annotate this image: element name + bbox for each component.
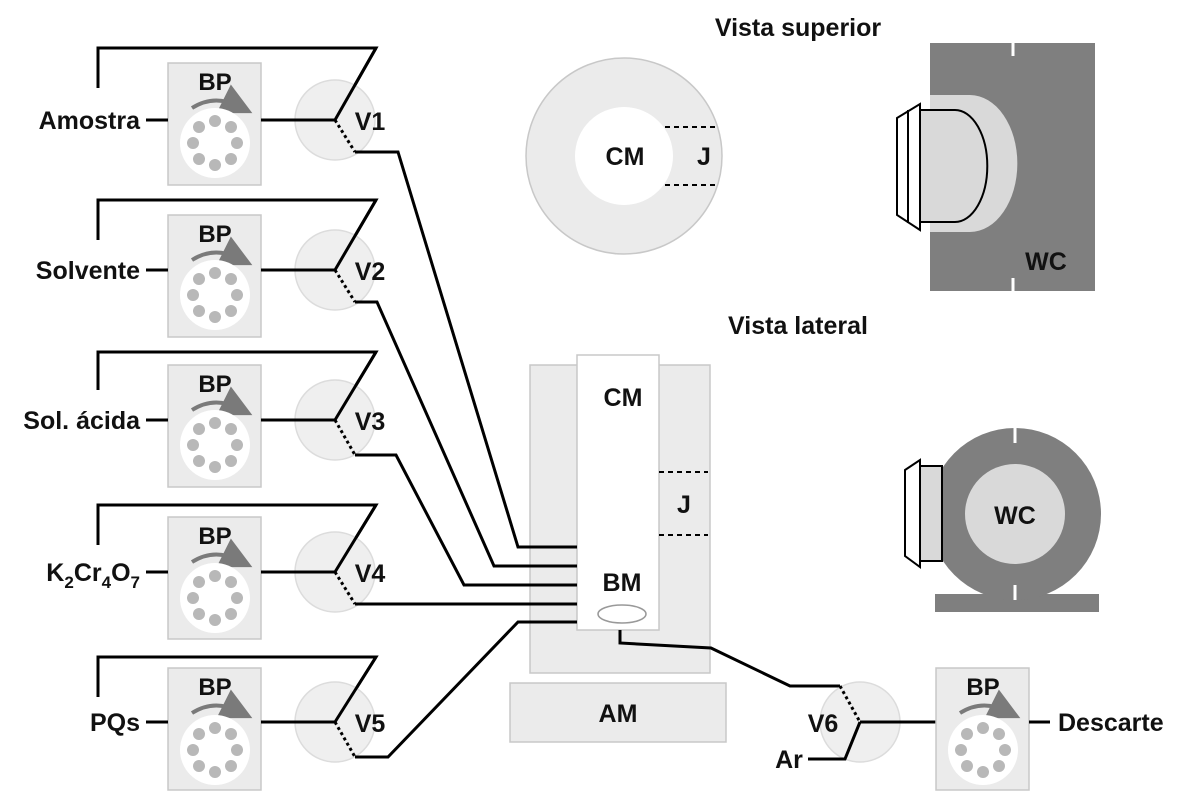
channel-label: Amostra xyxy=(39,107,142,135)
valve-label: V2 xyxy=(355,258,386,286)
pump-rotor-icon xyxy=(180,715,250,785)
pump-label: BP xyxy=(198,674,231,701)
stirrer-base xyxy=(509,682,727,743)
jacket-label: J xyxy=(677,491,691,519)
rotation-arrow-icon xyxy=(190,386,253,416)
water-chiller-top: WC xyxy=(896,43,1095,291)
wc-label: WC xyxy=(1025,248,1067,276)
channel-pqs: BP PQs V5 xyxy=(90,655,386,791)
rotation-arrow-icon xyxy=(190,538,253,568)
stir-bar-icon xyxy=(597,604,647,624)
channel-solvente: BP Solvente V2 xyxy=(36,198,386,338)
rotation-arrow-icon xyxy=(190,689,253,719)
chamber-label: CM xyxy=(604,384,643,412)
pump-label: BP xyxy=(198,371,231,398)
valve-label: V4 xyxy=(355,560,386,588)
chiller-core xyxy=(965,464,1065,564)
base-label: AM xyxy=(599,700,638,728)
valve-label: V3 xyxy=(355,408,386,436)
channel-label: Sol. ácida xyxy=(23,407,141,435)
top-view-title: Vista superior xyxy=(715,14,882,42)
valve-label: V1 xyxy=(355,108,386,136)
jacket-label: J xyxy=(697,143,711,171)
pump-rotor-icon xyxy=(180,410,250,480)
valve-label: V5 xyxy=(355,710,386,738)
waste-label: Descarte xyxy=(1058,709,1164,737)
pump-label: BP xyxy=(198,221,231,248)
side-view-title: Vista lateral xyxy=(728,312,868,340)
channel-label: K2Cr4O7 xyxy=(46,559,140,592)
wc-label: WC xyxy=(994,502,1036,530)
pump-rotor-icon xyxy=(180,260,250,330)
water-chiller-side: WC xyxy=(904,428,1101,612)
channel-k2cr4o7: BP K2Cr4O7 V4 xyxy=(46,503,386,640)
pump-label: BP xyxy=(966,674,999,701)
channel-sol-acida: BP Sol. ácida V3 xyxy=(23,350,386,488)
valve-label: V6 xyxy=(808,710,839,738)
channel-amostra: BP Amostra V1 xyxy=(39,46,386,186)
tubing xyxy=(355,150,840,759)
channel-label: Solvente xyxy=(36,257,140,285)
channel-label: PQs xyxy=(90,709,140,737)
rotation-arrow-icon xyxy=(190,84,253,114)
pump-rotor-icon xyxy=(180,108,250,178)
pump-label: BP xyxy=(198,523,231,550)
pump-rotor-icon xyxy=(180,563,250,633)
chamber-label: CM xyxy=(606,143,645,171)
mixing-chamber xyxy=(576,354,660,631)
bottom-label: BM xyxy=(603,569,642,597)
rotation-arrow-icon xyxy=(190,236,253,266)
top-view-assembly: CM J xyxy=(525,57,723,255)
pump-rotor-icon xyxy=(948,715,1018,785)
outlet-assembly: V6 Ar BP Descarte xyxy=(775,667,1164,791)
gas-label: Ar xyxy=(775,746,803,774)
pump-label: BP xyxy=(198,69,231,96)
chamber-circle xyxy=(575,107,673,205)
rotation-arrow-icon xyxy=(958,689,1021,719)
fan-icon xyxy=(904,458,921,569)
